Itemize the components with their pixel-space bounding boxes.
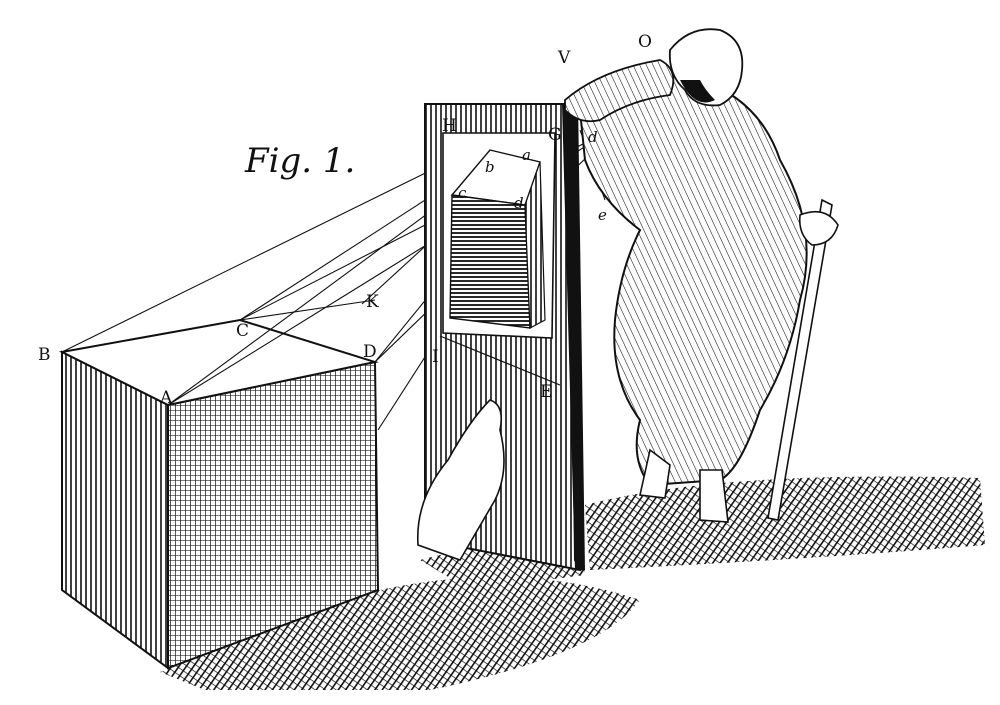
label-O: O bbox=[638, 32, 652, 52]
observer-arm bbox=[564, 59, 675, 123]
label-B: B bbox=[38, 345, 51, 365]
label-G: G bbox=[548, 125, 562, 145]
label-H: H bbox=[442, 116, 457, 136]
observer-figure bbox=[564, 28, 839, 523]
label-d-outer: d bbox=[588, 128, 598, 146]
label-b: b bbox=[485, 158, 495, 176]
figure-title: Fig. 1. bbox=[244, 141, 355, 181]
observer-robe bbox=[578, 73, 808, 487]
label-d: d bbox=[514, 194, 524, 212]
cube bbox=[58, 318, 380, 670]
observer-legs bbox=[639, 448, 729, 523]
label-e: e bbox=[598, 206, 607, 224]
label-C: C bbox=[236, 321, 249, 341]
figure-shadow bbox=[585, 476, 985, 570]
observer-hand bbox=[798, 210, 839, 246]
label-V: V bbox=[557, 48, 571, 68]
cube-shadow bbox=[160, 577, 640, 690]
label-I: I bbox=[432, 347, 439, 367]
label-E: E bbox=[540, 382, 552, 402]
projected-image-side bbox=[524, 161, 546, 329]
label-c: c bbox=[458, 184, 467, 202]
screen-lower-panel-cut bbox=[416, 399, 505, 561]
screen-side-edge bbox=[562, 100, 585, 570]
walking-staff bbox=[767, 198, 833, 521]
label-a: a bbox=[522, 146, 531, 164]
projected-image-front bbox=[449, 194, 531, 329]
label-D: D bbox=[363, 342, 377, 362]
picture-screen bbox=[416, 100, 585, 572]
observer-beard bbox=[680, 80, 715, 103]
label-A: A bbox=[159, 388, 173, 408]
label-K: K bbox=[366, 292, 379, 312]
cube-left-face bbox=[61, 350, 169, 670]
